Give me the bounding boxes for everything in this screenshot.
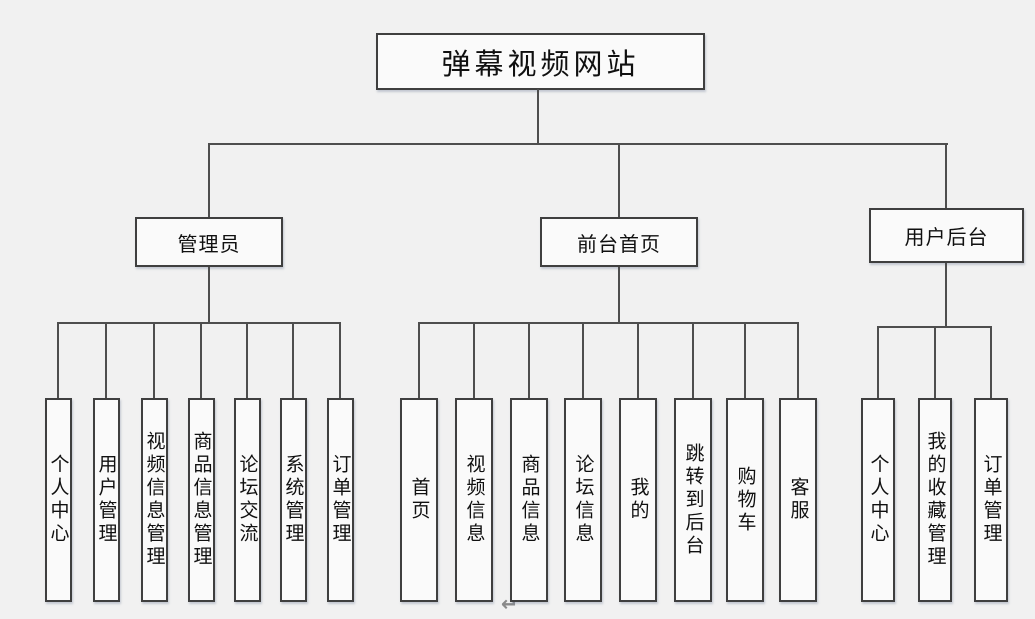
connector-line (473, 322, 475, 398)
connector-line (945, 263, 947, 328)
leaf-node: 视频信息 (455, 398, 493, 602)
leaf-node-label: 我的收藏管理 (924, 431, 946, 569)
branch-node-label: 用户后台 (904, 227, 989, 249)
connector-line (945, 143, 947, 208)
leaf-node: 订单管理 (326, 398, 354, 602)
leaf-node: 购物车 (726, 398, 764, 602)
leaf-node: 首页 (400, 398, 438, 602)
leaf-node-label: 论坛信息 (572, 454, 594, 546)
leaf-node-label: 商品信息 (518, 454, 540, 546)
leaf-node: 我的 (619, 398, 657, 602)
leaf-node: 系统管理 (279, 398, 307, 602)
connector-line (153, 322, 155, 398)
branch-node-label: 前台首页 (577, 233, 661, 256)
leaf-node-label: 视频信息 (463, 454, 485, 546)
leaf-node-label: 客服 (787, 477, 809, 523)
leaf-node: 个人中心 (44, 398, 72, 602)
connector-line (57, 322, 341, 324)
root-node-label: 弹幕视频网站 (441, 48, 640, 81)
leaf-node-label: 我的 (627, 477, 649, 523)
branch-node-label: 管理员 (177, 233, 241, 256)
connector-line (246, 322, 248, 398)
connector-line (105, 322, 107, 398)
connector-line (744, 322, 746, 398)
connector-line (618, 143, 620, 217)
connector-line (990, 326, 992, 398)
connector-line (797, 322, 799, 398)
leaf-node: 跳转到后台 (674, 398, 712, 602)
connector-line (208, 267, 210, 324)
leaf-node-label: 购物车 (734, 465, 756, 535)
leaf-node: 论坛信息 (564, 398, 602, 602)
connector-line (57, 322, 59, 398)
leaf-node: 论坛交流 (233, 398, 261, 602)
root-node: 弹幕视频网站 (376, 33, 705, 90)
leaf-node: 个人中心 (861, 398, 895, 602)
leaf-node-label: 个人中心 (47, 454, 69, 546)
leaf-node: 订单管理 (974, 398, 1008, 602)
leaf-node-label: 商品信息管理 (190, 431, 212, 569)
branch-node-user-backend: 用户后台 (869, 208, 1024, 263)
connector-line (637, 322, 639, 398)
leaf-node: 用户管理 (92, 398, 120, 602)
leaf-node: 视频信息管理 (140, 398, 168, 602)
connector-line (339, 322, 341, 398)
connector-line (934, 326, 936, 398)
leaf-node-label: 系统管理 (282, 454, 304, 546)
leaf-node-label: 订单管理 (980, 454, 1002, 546)
connector-line (418, 322, 799, 324)
branch-node-admin: 管理员 (135, 217, 283, 267)
connector-line (877, 326, 879, 398)
connector-line (208, 143, 948, 145)
connector-line (200, 322, 202, 398)
connector-line (418, 322, 420, 398)
connector-line (692, 322, 694, 398)
leaf-node: 我的收藏管理 (918, 398, 952, 602)
leaf-node-label: 首页 (408, 477, 430, 523)
connector-line (208, 143, 210, 217)
leaf-node-label: 用户管理 (95, 454, 117, 546)
leaf-node-label: 跳转到后台 (682, 442, 704, 558)
connector-line (528, 322, 530, 398)
leaf-node-label: 订单管理 (329, 454, 351, 546)
connector-line (582, 322, 584, 398)
leaf-node-label: 个人中心 (867, 454, 889, 546)
connector-line (618, 267, 620, 324)
connector-line (537, 89, 539, 145)
leaf-node: 客服 (779, 398, 817, 602)
leaf-node: 商品信息 (510, 398, 548, 602)
leaf-node-label: 论坛交流 (236, 454, 258, 546)
connector-line (292, 322, 294, 398)
branch-node-front-home: 前台首页 (540, 217, 698, 267)
leaf-node-label: 视频信息管理 (143, 431, 165, 569)
leaf-node: 商品信息管理 (187, 398, 215, 602)
